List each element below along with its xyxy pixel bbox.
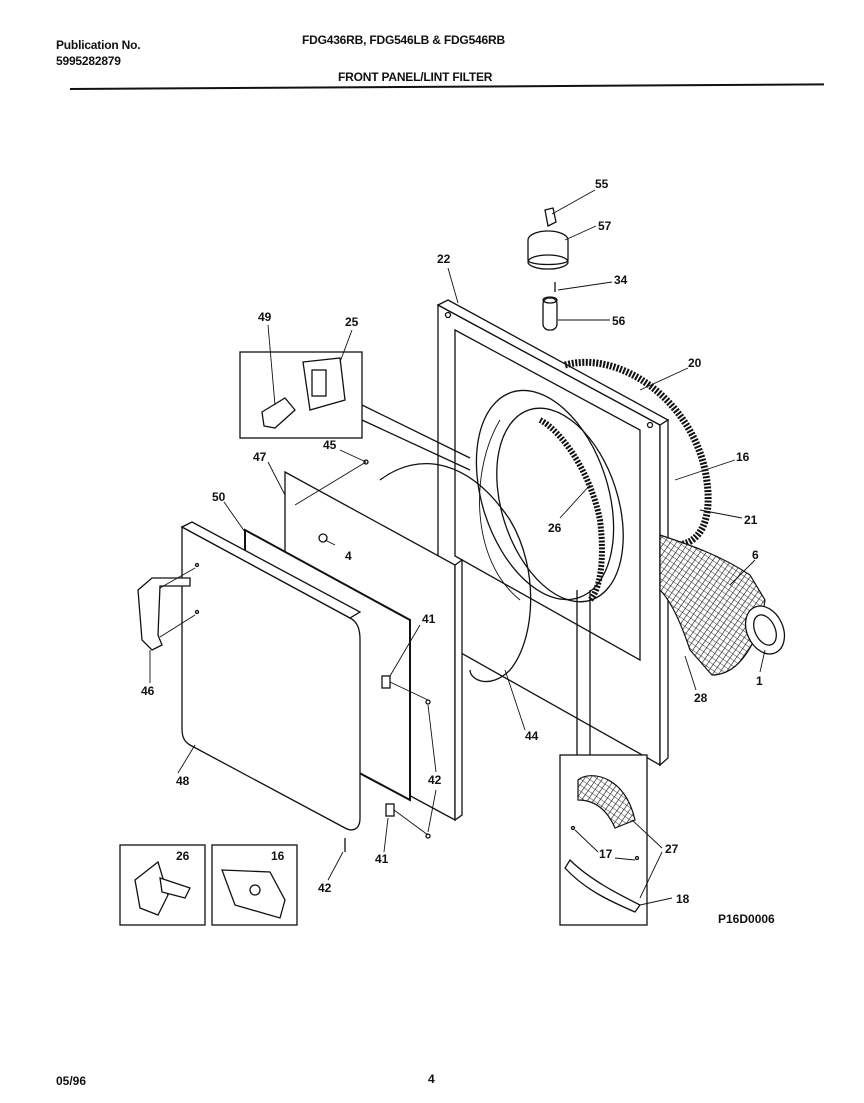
lint-duct <box>659 534 786 676</box>
inset-callout-16: 16 <box>271 849 285 863</box>
callout-28: 28 <box>694 691 708 705</box>
door-handle <box>137 567 196 651</box>
callout-57: 57 <box>598 219 612 233</box>
footer-page-number: 4 <box>428 1072 435 1086</box>
callout-25: 25 <box>345 315 359 329</box>
inset-hinge-26 <box>119 844 206 926</box>
callout-17: 17 <box>599 847 613 861</box>
callout-4: 4 <box>345 549 352 563</box>
front-panel-frame <box>436 299 670 767</box>
inset-callout-26: 26 <box>176 849 190 863</box>
drum-seal-ring <box>538 358 712 603</box>
callout-49: 49 <box>258 310 272 324</box>
diagram-code: P16D0006 <box>718 912 775 926</box>
door-gasket-ring <box>379 462 532 683</box>
leader-lines <box>149 189 766 906</box>
callout-47: 47 <box>253 450 267 464</box>
callout-44: 44 <box>525 729 539 743</box>
publication-number: 5995282879 <box>56 54 121 68</box>
callout-50: 50 <box>212 490 226 504</box>
callout-34: 34 <box>614 273 628 287</box>
callout-18: 18 <box>676 892 690 906</box>
callout-labels: 55 57 34 56 22 20 16 21 26 6 1 28 49 25 … <box>141 177 763 906</box>
callout-55: 55 <box>595 177 609 191</box>
lint-filter-inset <box>559 590 648 926</box>
callout-42-lower: 42 <box>318 881 332 895</box>
model-numbers: FDG436RB, FDG546LB & FDG546RB <box>302 33 505 47</box>
callout-6: 6 <box>752 548 759 562</box>
control-knob-stack <box>527 207 569 331</box>
callout-22: 22 <box>437 252 451 266</box>
callout-46: 46 <box>141 684 155 698</box>
footer-date: 05/96 <box>56 1074 87 1088</box>
callout-16: 16 <box>736 450 750 464</box>
callout-48: 48 <box>176 774 190 788</box>
callout-27: 27 <box>665 842 679 856</box>
callout-41-lower: 41 <box>375 852 389 866</box>
publication-label: Publication No. <box>56 38 141 52</box>
callout-20: 20 <box>688 356 702 370</box>
inset-door-switch <box>239 351 471 471</box>
section-title: FRONT PANEL/LINT FILTER <box>338 70 493 84</box>
outer-door <box>180 521 362 831</box>
callout-45: 45 <box>323 438 337 452</box>
callout-26: 26 <box>548 521 562 535</box>
callout-41-upper: 41 <box>422 612 436 626</box>
inset-clip-16 <box>211 844 298 926</box>
hinge-hardware <box>344 675 431 852</box>
callout-56: 56 <box>612 314 626 328</box>
callout-21: 21 <box>744 513 758 527</box>
callout-42-upper: 42 <box>428 773 442 787</box>
callout-1: 1 <box>756 674 763 688</box>
